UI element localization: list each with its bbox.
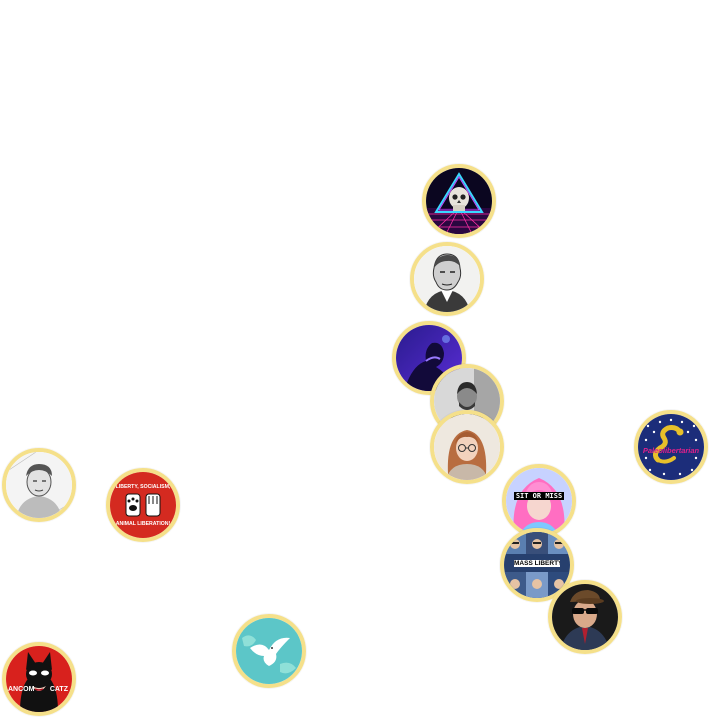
pink-hair-caption: SIT OR MISS: [514, 492, 564, 500]
vaporwave-skull-icon: [426, 168, 492, 234]
node-pink-hair[interactable]: SIT OR MISS: [502, 464, 576, 538]
node-ancom-catz[interactable]: ANCOM CATZ: [2, 642, 76, 716]
engraved-bearded-man-icon: [414, 246, 480, 312]
node-scumbag-hat[interactable]: [548, 580, 622, 654]
mass-liberty-caption: MASS LIBERTY: [514, 560, 560, 567]
node-animal-liberation[interactable]: LIBERTY, SOCIALISM, ANIMAL LIBERATION!: [106, 468, 180, 542]
gadsden-snake-stars-icon: [638, 414, 704, 480]
node-sketch-man[interactable]: [2, 448, 76, 522]
pencil-sketch-man-icon: [6, 452, 72, 518]
ancom-caption-left: ANCOM: [8, 686, 34, 693]
pink-hair-portrait-icon: [506, 468, 572, 534]
node-gadsden-flag[interactable]: Paleolibertarian: [634, 410, 708, 484]
node-engraved-portrait[interactable]: [410, 242, 484, 316]
catwoman-mask-icon: [6, 646, 72, 712]
node-vaporwave-skull[interactable]: [422, 164, 496, 238]
sunglasses-scumbag-hat-icon: [552, 584, 618, 650]
woman-glasses-portrait-icon: [434, 414, 500, 480]
node-woman-glasses[interactable]: [430, 410, 504, 484]
ancom-caption-right: CATZ: [49, 686, 68, 693]
animal-liberation-bottom-text: ANIMAL LIBERATION!: [115, 521, 171, 527]
node-dove-globe[interactable]: [232, 614, 306, 688]
dove-on-globe-icon: [236, 618, 302, 684]
fist-and-paw-icon: [110, 472, 176, 538]
gadsden-caption: Paleolibertarian: [642, 446, 700, 455]
animal-liberation-top-text: LIBERTY, SOCIALISM,: [115, 484, 171, 490]
